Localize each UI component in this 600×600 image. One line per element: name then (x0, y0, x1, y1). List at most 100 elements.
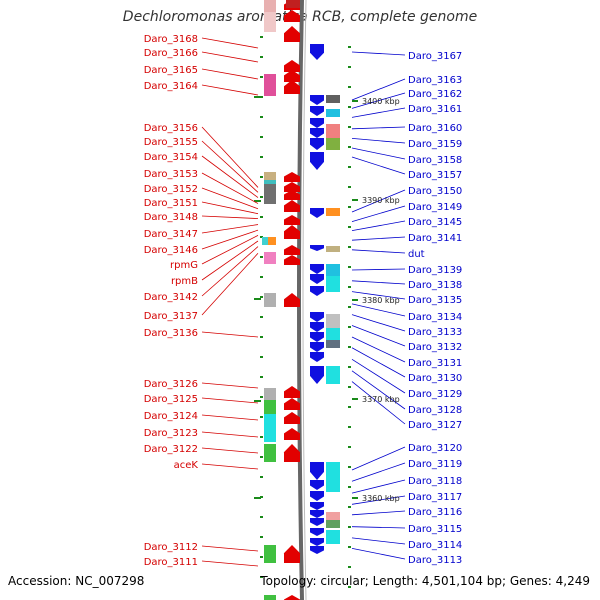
left-leader-line (201, 140, 259, 193)
major-tick (254, 200, 261, 202)
right-gene-label[interactable]: Daro_3134 (408, 312, 462, 323)
right-gene-label[interactable]: Daro_3117 (408, 492, 462, 503)
right-gene-label[interactable]: Daro_3114 (408, 540, 462, 551)
left-gene-label[interactable]: Daro_3137 (144, 311, 198, 322)
left-gene-label[interactable]: aceK (174, 460, 199, 471)
left-gene-label[interactable]: Daro_3154 (144, 152, 198, 163)
minor-tick (260, 556, 263, 558)
minor-tick (348, 246, 351, 248)
right-gene-label[interactable]: Daro_3131 (408, 358, 462, 369)
right-leader-line (351, 189, 406, 213)
reverse-gene-arrow (310, 106, 324, 116)
left-gene-label[interactable]: Daro_3153 (144, 169, 198, 180)
left-gene-label[interactable]: Daro_3166 (144, 48, 198, 59)
right-gene-label[interactable]: Daro_3141 (408, 233, 462, 244)
major-tick (254, 96, 261, 98)
right-leader-line (351, 280, 406, 285)
right-gene-label[interactable]: Daro_3135 (408, 295, 462, 306)
right-gene-label[interactable]: Daro_3138 (408, 280, 462, 291)
minor-tick-marks (254, 36, 351, 588)
right-gene-label[interactable]: Daro_3157 (408, 170, 462, 181)
forward-gene-arrow (284, 60, 300, 72)
left-gene-label[interactable]: Daro_3164 (144, 81, 198, 92)
minor-tick (260, 116, 263, 118)
right-gene-label[interactable]: Daro_3163 (408, 75, 462, 86)
left-gene-label[interactable]: Daro_3148 (144, 212, 198, 223)
right-gene-label[interactable]: Daro_3120 (408, 443, 462, 454)
reverse-gene-arrow (310, 322, 324, 332)
gene-annotation-block (264, 252, 276, 264)
left-leader-line (201, 252, 259, 316)
reverse-gene-arrow (310, 44, 324, 60)
forward-gene-arrow (284, 26, 300, 42)
right-gene-label[interactable]: dut (408, 249, 425, 260)
gene-annotation-block (264, 180, 276, 184)
right-gene-label[interactable]: Daro_3130 (408, 373, 462, 384)
left-gene-label[interactable]: Daro_3112 (144, 542, 198, 553)
left-gene-label[interactable]: Daro_3124 (144, 411, 198, 422)
right-gene-label[interactable]: Daro_3132 (408, 342, 462, 353)
minor-tick (260, 396, 263, 398)
left-gene-label[interactable]: Daro_3142 (144, 292, 198, 303)
scale-tick-label: 3380 kbp (362, 296, 400, 305)
left-leader-line (201, 331, 259, 338)
reverse-gene-arrow (310, 152, 324, 170)
major-tick (254, 298, 261, 300)
right-gene-label[interactable]: Daro_3167 (408, 51, 462, 62)
gene-labels: Daro_3168Daro_3166Daro_3165Daro_3164Daro… (144, 34, 463, 568)
right-gene-label[interactable]: Daro_3119 (408, 459, 462, 470)
left-gene-label[interactable]: Daro_3136 (144, 328, 198, 339)
left-leader-line (201, 229, 259, 250)
right-gene-label[interactable]: Daro_3118 (408, 476, 462, 487)
right-gene-label[interactable]: Daro_3127 (408, 420, 462, 431)
minor-tick (348, 526, 351, 528)
right-gene-label[interactable]: Daro_3150 (408, 186, 462, 197)
gene-annotation-block (326, 124, 340, 138)
gene-annotation-block (264, 414, 276, 442)
left-leader-line (201, 240, 259, 281)
left-gene-label[interactable]: Daro_3111 (144, 557, 198, 568)
right-gene-label[interactable]: Daro_3133 (408, 327, 462, 338)
left-gene-label[interactable]: Daro_3126 (144, 379, 198, 390)
left-gene-label[interactable]: Daro_3125 (144, 394, 198, 405)
right-leader-line (351, 92, 406, 109)
right-gene-label[interactable]: Daro_3159 (408, 139, 462, 150)
right-leader-line (351, 325, 406, 347)
left-gene-label[interactable]: Daro_3122 (144, 444, 198, 455)
right-gene-label[interactable]: Daro_3162 (408, 89, 462, 100)
left-gene-label[interactable]: rpmB (171, 276, 198, 287)
left-gene-label[interactable]: Daro_3168 (144, 34, 198, 45)
left-gene-label[interactable]: Daro_3155 (144, 137, 198, 148)
right-gene-label[interactable]: Daro_3160 (408, 123, 462, 134)
left-gene-label[interactable]: Daro_3123 (144, 428, 198, 439)
left-gene-label[interactable]: Daro_3152 (144, 184, 198, 195)
left-gene-label[interactable]: Daro_3165 (144, 65, 198, 76)
reverse-gene-arrow (310, 462, 324, 480)
scale-tick-label: 3360 kbp (362, 494, 400, 503)
genome-line-shadow (302, 0, 307, 600)
left-gene-label[interactable]: Daro_3151 (144, 198, 198, 209)
forward-gene-arrow (284, 386, 300, 398)
left-gene-label[interactable]: Daro_3156 (144, 123, 198, 134)
reverse-gene-arrow (310, 538, 324, 546)
minor-tick (348, 226, 351, 228)
right-gene-label[interactable]: Daro_3113 (408, 555, 462, 566)
right-gene-label[interactable]: Daro_3139 (408, 265, 462, 276)
right-gene-label[interactable]: Daro_3145 (408, 217, 462, 228)
right-gene-label[interactable]: Daro_3158 (408, 155, 462, 166)
right-gene-label[interactable]: Daro_3129 (408, 389, 462, 400)
right-leader-line (351, 236, 406, 241)
right-gene-label[interactable]: Daro_3161 (408, 104, 462, 115)
right-gene-label[interactable]: Daro_3116 (408, 507, 462, 518)
left-gene-label[interactable]: rpmG (170, 260, 198, 271)
left-gene-label[interactable]: Daro_3146 (144, 245, 198, 256)
right-leader-line (351, 268, 406, 271)
left-gene-label[interactable]: Daro_3147 (144, 229, 198, 240)
right-gene-label[interactable]: Daro_3149 (408, 202, 462, 213)
forward-gene-arrow (284, 545, 300, 563)
right-leader-line (351, 510, 406, 516)
right-gene-label[interactable]: Daro_3128 (408, 405, 462, 416)
gene-annotation-block (326, 208, 340, 216)
right-gene-label[interactable]: Daro_3115 (408, 524, 462, 535)
